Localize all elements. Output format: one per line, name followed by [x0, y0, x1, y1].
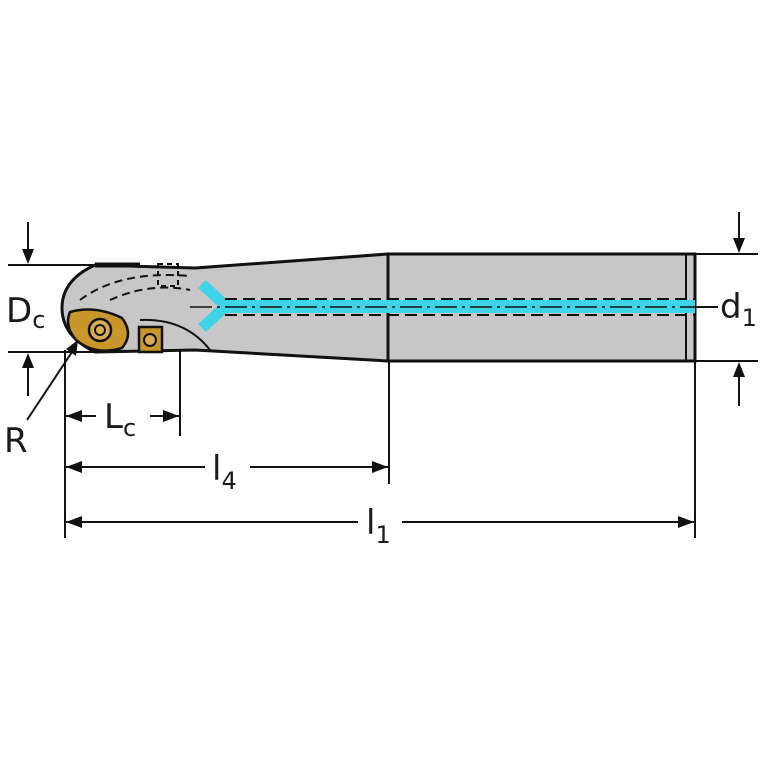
side-insert-screw: [143, 333, 157, 347]
l4-label: l4: [212, 449, 237, 495]
coolant-channel: [190, 279, 700, 333]
l1-label-main: l: [366, 503, 375, 543]
dc-label-main: D: [6, 291, 32, 331]
dc-arrow-bottom: [22, 353, 34, 368]
lc-arrow-right: [163, 410, 179, 422]
lc-label-main: L: [104, 397, 123, 437]
r-leader-arrow: [66, 340, 78, 356]
l1-label-sub: 1: [375, 521, 390, 549]
l1-arrow-right: [678, 516, 694, 528]
d1-label-sub: 1: [742, 304, 757, 332]
coolant-bore: [225, 300, 695, 313]
d1-arrow-bottom: [733, 362, 745, 377]
l4-label-sub: 4: [221, 467, 236, 495]
dimension-labels: Dc d1 R Lc l4 l1: [4, 287, 757, 549]
insert-pocket: [157, 263, 179, 287]
insert-screw-inner: [94, 324, 106, 336]
l1-arrow-left: [66, 516, 82, 528]
l1-label: l1: [366, 503, 391, 549]
dc-label-sub: c: [32, 306, 45, 334]
l4-arrow-right: [372, 461, 388, 473]
d1-label: d1: [720, 287, 757, 332]
cutting-insert: [66, 308, 164, 354]
dc-label: Dc: [6, 291, 45, 334]
lc-arrow-left: [66, 410, 82, 422]
d1-label-main: d: [720, 287, 742, 327]
head-hidden-arc-2: [109, 286, 191, 301]
chip-flute: [139, 318, 211, 351]
head-hidden-arc: [79, 274, 191, 301]
lc-label: Lc: [104, 397, 136, 442]
l4-label-main: l: [212, 449, 221, 489]
dimensions: [8, 212, 758, 538]
d1-arrow-top: [733, 238, 745, 253]
coolant-branch: [198, 279, 235, 333]
dc-arrow-top: [22, 249, 34, 264]
lc-label-sub: c: [123, 414, 136, 442]
insert-screw-outer: [87, 317, 113, 343]
l4-arrow-left: [66, 461, 82, 473]
r-label: R: [4, 421, 28, 461]
